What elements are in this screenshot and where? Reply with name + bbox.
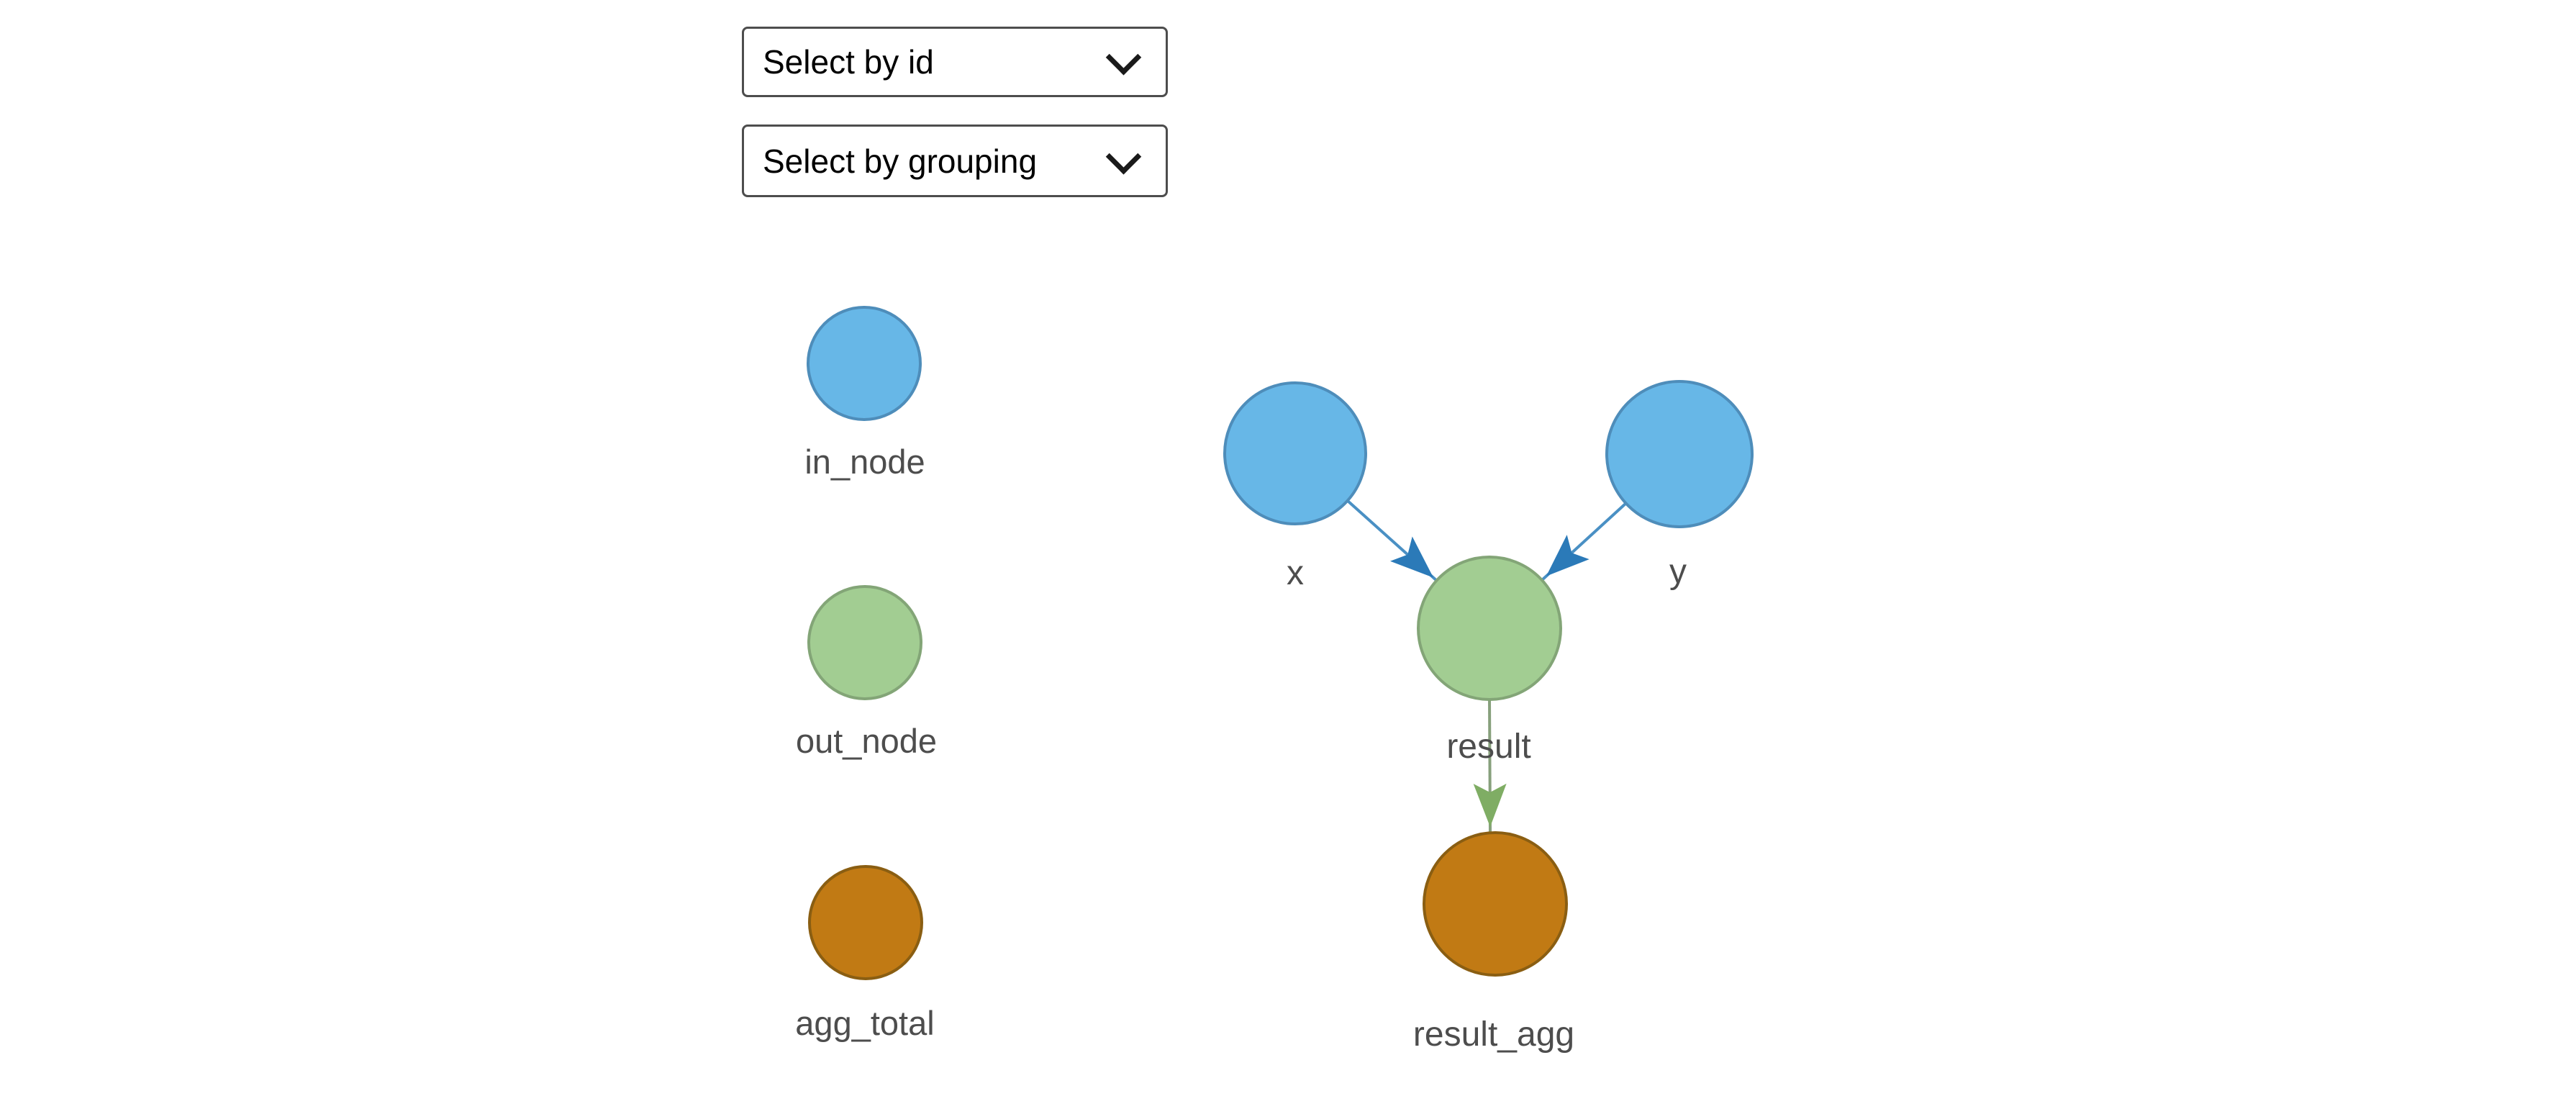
graph-node-y[interactable]: [1605, 380, 1754, 528]
legend-agg-total-circle: [808, 865, 923, 980]
legend-in-node-label: in_node: [804, 443, 925, 481]
legend-out-node-label: out_node: [795, 722, 938, 760]
graph-node-result[interactable]: [1417, 556, 1562, 701]
graph-node-result-label: result: [1446, 728, 1530, 766]
select-by-id-dropdown[interactable]: Select by id: [742, 27, 1168, 97]
graph-canvas: x y result result_agg: [1223, 380, 1754, 1054]
legend-in-node-circle: [807, 306, 922, 421]
select-by-grouping-wrapper: Select by grouping: [742, 125, 1168, 197]
edge-result-to-result-agg: [1473, 699, 1507, 833]
graph-node-x-label: x: [1287, 554, 1304, 592]
legend-out-node-circle: [807, 585, 922, 700]
select-by-grouping-dropdown[interactable]: Select by grouping: [742, 125, 1168, 197]
legend-agg-total-label: agg_total: [795, 1004, 935, 1042]
edge-y-to-result: [1541, 502, 1628, 581]
graph-node-result-agg[interactable]: [1423, 831, 1568, 977]
graph-node-result-agg-label: result_agg: [1413, 1015, 1574, 1054]
select-by-id-wrapper: Select by id: [742, 27, 1168, 97]
edge-x-to-result: [1346, 499, 1439, 583]
graph-node-x[interactable]: [1223, 381, 1367, 525]
graph-node-y-label: y: [1669, 553, 1687, 591]
